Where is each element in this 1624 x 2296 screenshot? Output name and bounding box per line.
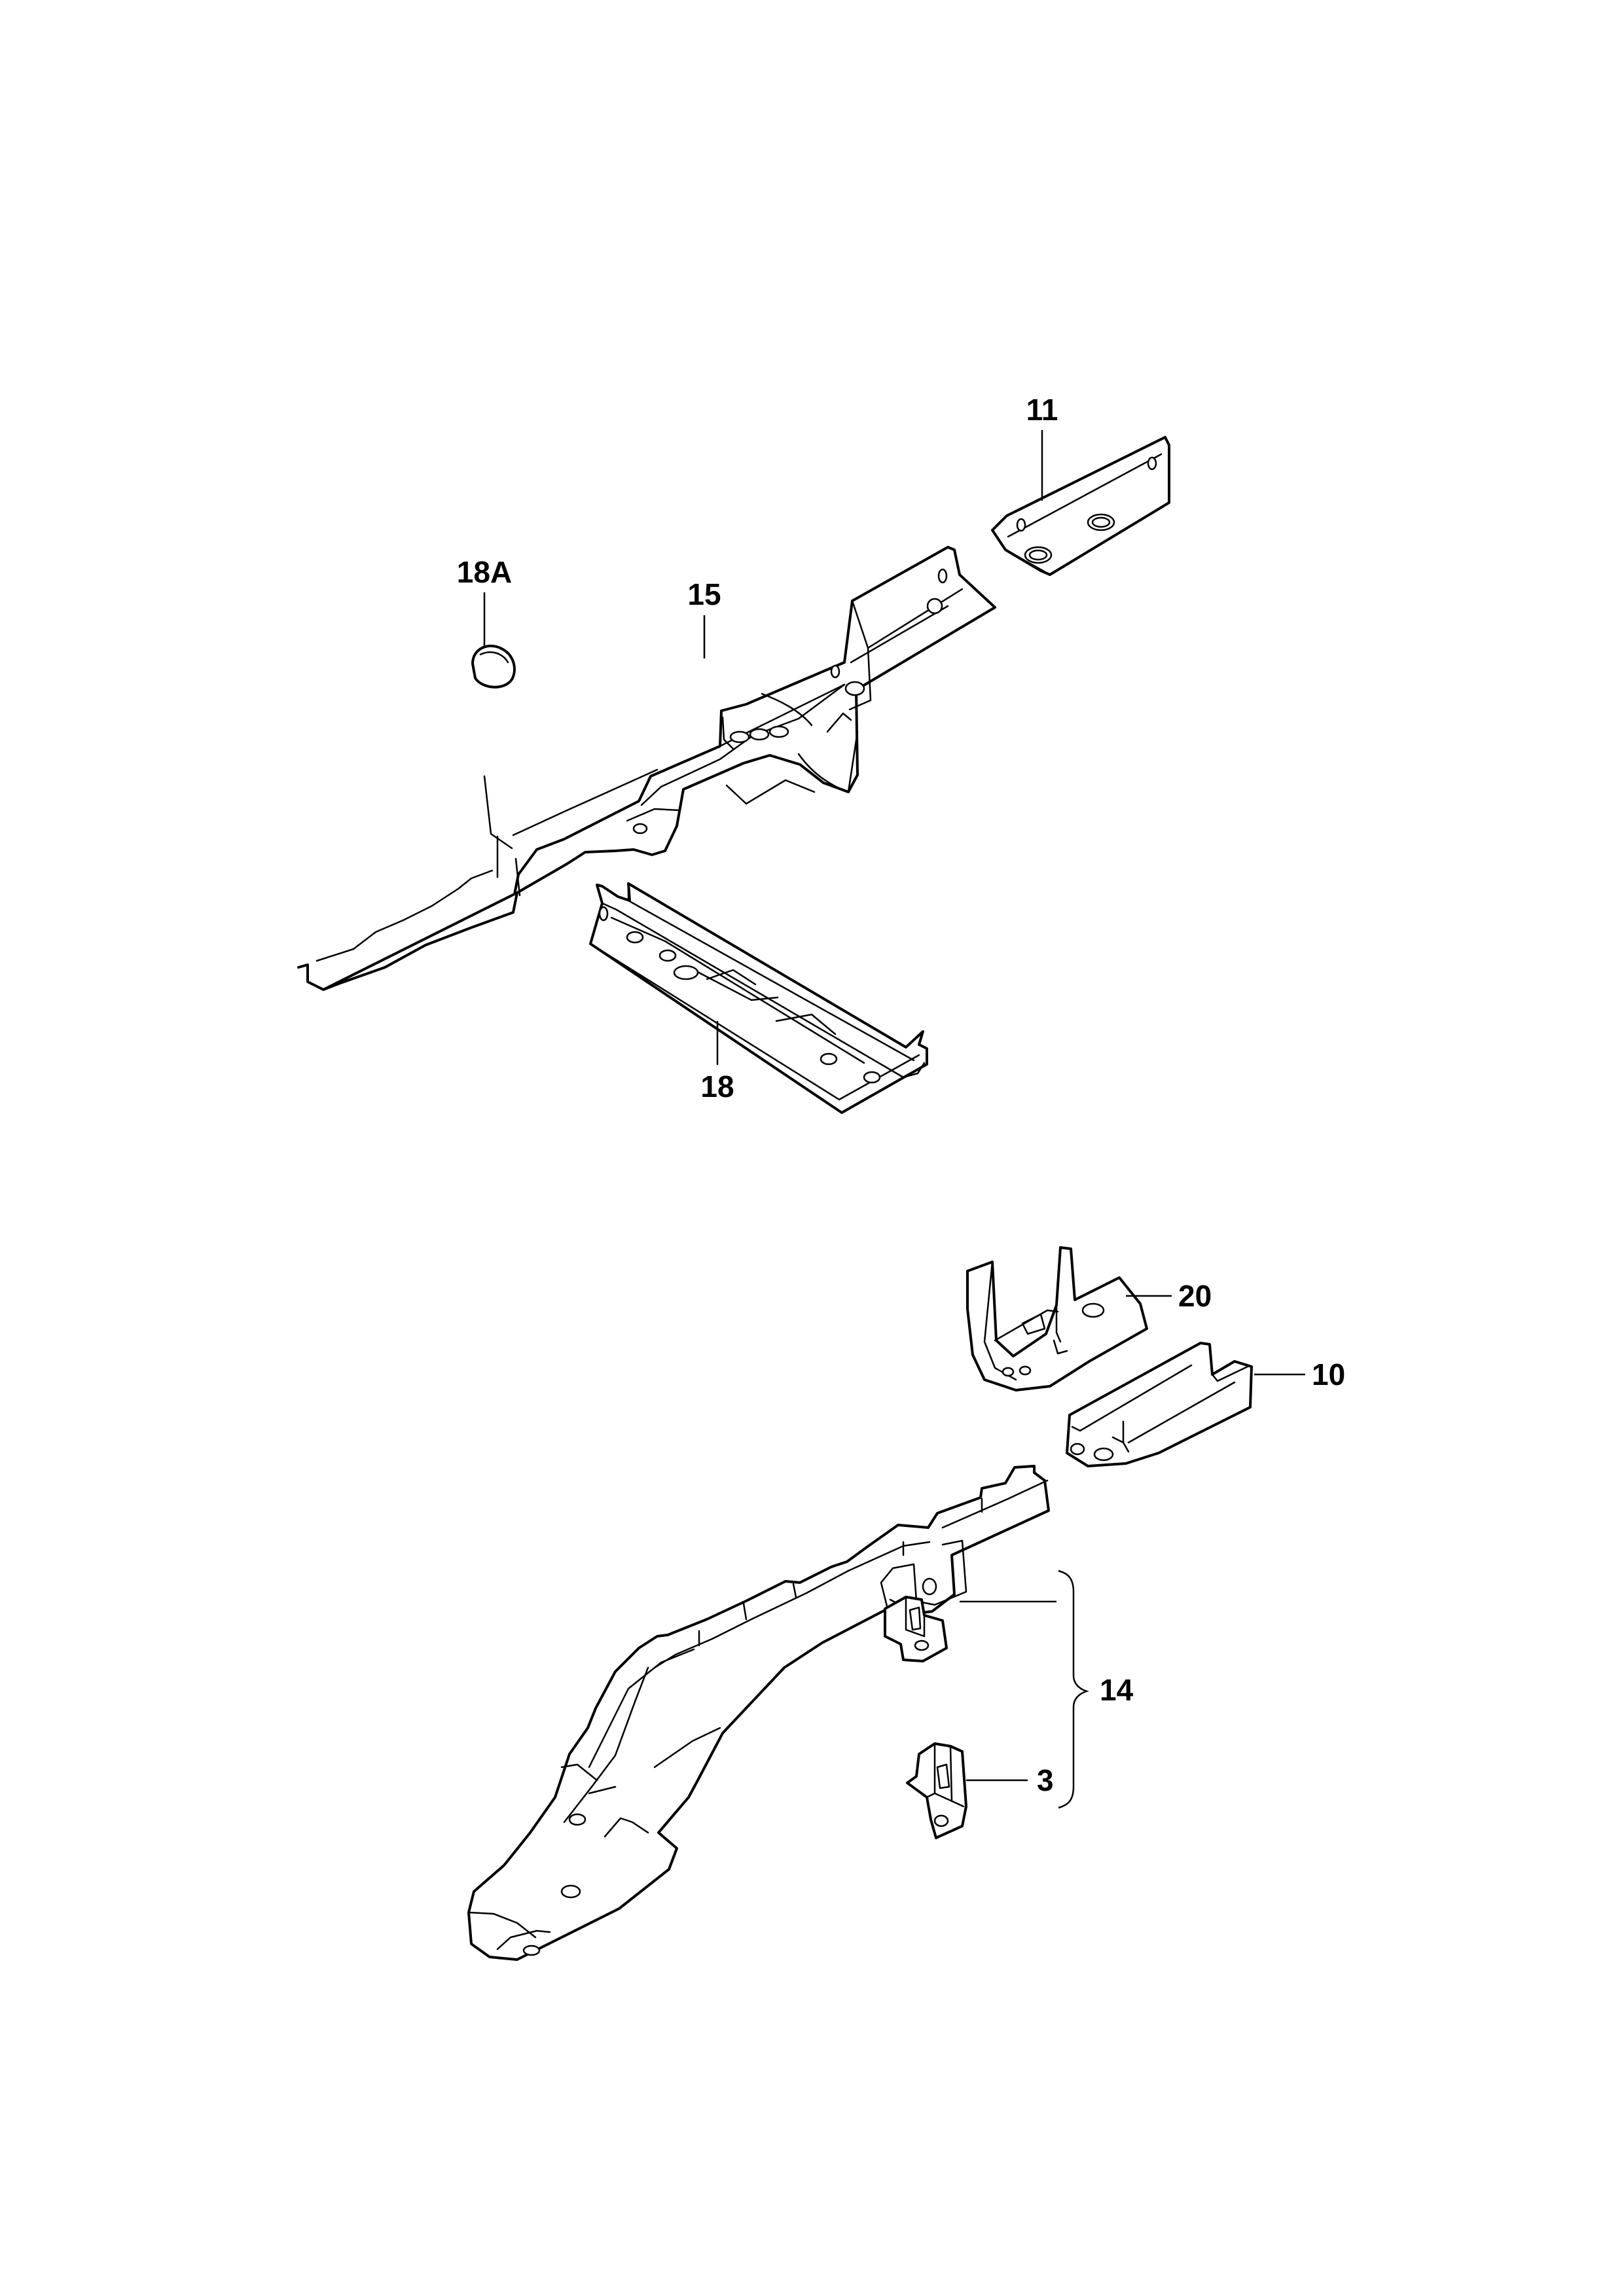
callout-10: 10 (1312, 1357, 1345, 1391)
callout-14: 14 (1100, 1673, 1134, 1707)
part-10-bracket[interactable] (1066, 1342, 1253, 1467)
callout-15: 15 (687, 577, 721, 611)
part-14-subbracket[interactable] (884, 1596, 948, 1662)
callout-20: 20 (1178, 1279, 1212, 1313)
brace-14 (1058, 1570, 1089, 1809)
callout-18: 18 (700, 1069, 734, 1103)
part-3-bracket[interactable] (906, 1742, 967, 1839)
callout-11: 11 (1026, 393, 1058, 427)
part-18-channel[interactable] (589, 882, 928, 1114)
part-11-bracket[interactable] (991, 436, 1170, 576)
part-20-bracket[interactable] (966, 1246, 1148, 1391)
part-14-frame-member[interactable] (467, 1465, 1050, 1961)
part-15-frame-rail[interactable] (297, 546, 996, 991)
callout-3: 3 (1037, 1763, 1054, 1797)
callout-18a: 18A (457, 555, 512, 589)
part-18a-plug[interactable] (471, 645, 516, 689)
